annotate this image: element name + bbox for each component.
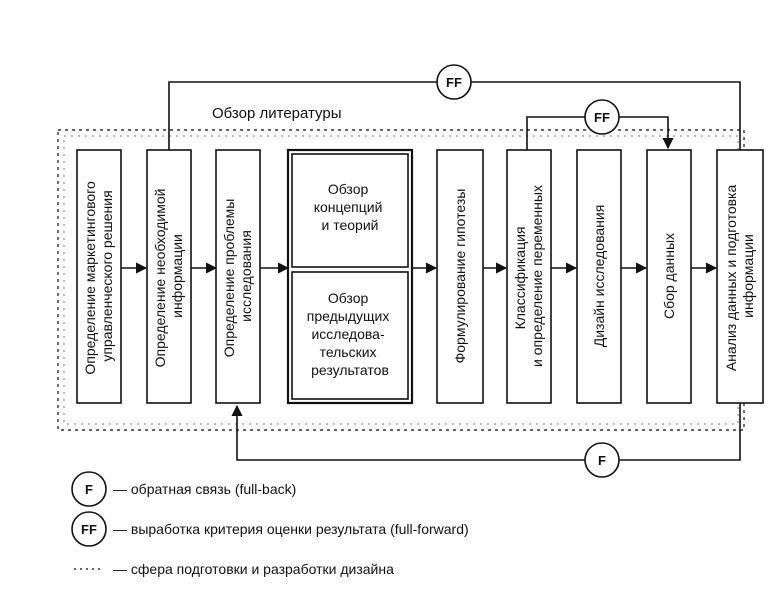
svg-text:Сбор данных: Сбор данных	[661, 233, 677, 319]
svg-text:Формулирование гипотезы: Формулирование гипотезы	[452, 189, 468, 364]
svg-text:Дизайн исследования: Дизайн исследования	[591, 205, 607, 348]
box-data-collection-line-1: Сбор данных	[661, 233, 677, 319]
literature-review-group: Обзор концепций и теорий Обзор предыдущи…	[286, 148, 414, 405]
box-marketing-decision: Определение маркетингового управленческо…	[76, 149, 122, 404]
box-information-needs-line-2: информации	[169, 234, 185, 318]
design-scope-region-inner	[63, 135, 739, 425]
box-marketing-decision-line-1: Определение маркетингового	[82, 181, 98, 375]
svg-text:F: F	[598, 453, 606, 468]
box-hypothesis-line-1: Формулирование гипотезы	[452, 189, 468, 364]
svg-text:Определение проблемы исс: Определение проблемы исследования	[221, 195, 254, 357]
legend-feedback-text: — обратная связь (full-back)	[113, 481, 296, 497]
svg-text:F: F	[85, 482, 93, 497]
legend-fullforward-symbol-icon	[71, 511, 107, 547]
legend-fullforward: FF — выработка критерия оценки результат…	[71, 511, 469, 547]
feedback-marker: F	[584, 442, 620, 478]
box-variables-line-1: Классификация	[512, 226, 528, 329]
legend-design-scope: — сфера подготовки и разработки дизайна	[74, 561, 394, 577]
feedback-loop	[231, 403, 741, 461]
box-hypothesis: Формулирование гипотезы	[436, 149, 484, 404]
legend-fullforward-text: — выработка критерия оценки результата (…	[113, 521, 469, 537]
box-research-design-line-1: Дизайн исследования	[591, 205, 607, 348]
box-concepts-theories: Обзор концепций и теорий	[314, 181, 387, 233]
box-research-problem-line-1: Определение проблемы	[221, 199, 237, 358]
box-previous-results: Обзор предыдущих исследова- тельских рез…	[307, 290, 393, 378]
box-data-collection: Сбор данных	[646, 149, 692, 404]
box-data-analysis-line-2: информации	[740, 234, 756, 318]
svg-text:Классификация и определе: Классификация и определение переменных	[512, 185, 545, 367]
svg-text:Анализ данных и подготовка: Анализ данных и подготовка информации	[723, 181, 756, 371]
box-information-needs-line-1: Определение необходимой	[152, 189, 168, 368]
legend: F — обратная связь (full-back) FF — выра…	[71, 471, 469, 577]
svg-text:FF: FF	[81, 522, 97, 537]
box-data-analysis: Анализ данных и подготовка информации	[716, 149, 764, 404]
svg-text:Определение необходимой: Определение необходимой информации	[152, 185, 185, 368]
literature-review-title: Обзор литературы	[212, 105, 342, 122]
box-data-analysis-line-1: Анализ данных и подготовка	[723, 185, 739, 372]
box-variables-line-2: и определение переменных	[529, 185, 545, 367]
legend-feedback-symbol-icon	[71, 471, 107, 507]
box-marketing-decision-line-2: управленческого решения	[99, 190, 115, 361]
box-research-design: Дизайн исследования	[576, 149, 622, 404]
legend-design-scope-text: — сфера подготовки и разработки дизайна	[113, 561, 394, 577]
svg-text:FF: FF	[446, 75, 462, 90]
svg-text:FF: FF	[594, 110, 610, 125]
box-research-problem-line-2: исследования	[238, 230, 254, 322]
box-research-problem: Определение проблемы исследования	[215, 149, 261, 404]
ff-marker-inner: FF	[584, 99, 620, 135]
box-variables: Классификация и определение переменных	[506, 149, 552, 404]
box-information-needs: Определение необходимой информации	[146, 149, 192, 404]
ff-marker-top: FF	[436, 64, 472, 100]
svg-text:Определение маркетингового: Определение маркетингового управленческо…	[82, 177, 115, 374]
legend-feedback: F — обратная связь (full-back)	[71, 471, 296, 507]
